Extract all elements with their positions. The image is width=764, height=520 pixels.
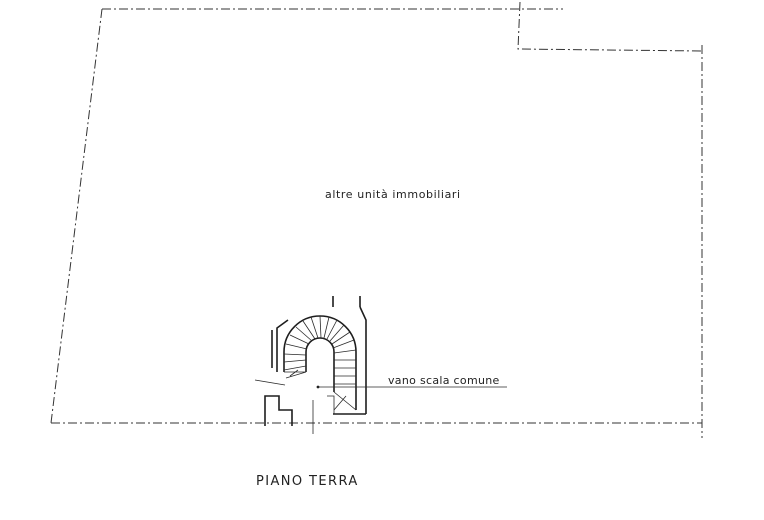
stair-outer-arc bbox=[283, 315, 357, 410]
stairwell-label: vano scala comune bbox=[388, 374, 500, 387]
stair-landing-diagonal bbox=[333, 391, 357, 411]
stair-landing-box bbox=[327, 395, 335, 414]
stair-inner-arc bbox=[305, 337, 335, 392]
spiral-staircase-icon bbox=[254, 296, 367, 434]
stairwell-leader-dot bbox=[316, 385, 320, 389]
stair-treads bbox=[283, 315, 357, 385]
stair-lower-left-line bbox=[254, 379, 286, 386]
stair-outer-left-wall bbox=[276, 319, 289, 372]
stair-right-wall bbox=[359, 306, 367, 414]
boundary-top-step bbox=[517, 1, 703, 52]
boundary-left-edge bbox=[50, 8, 103, 424]
stair-lower-left-steps bbox=[284, 369, 307, 379]
property-boundary bbox=[50, 1, 703, 438]
stair-bottom-left-pier bbox=[264, 395, 293, 426]
other-units-label: altre unità immobiliari bbox=[325, 188, 461, 201]
floor-title: PIANO TERRA bbox=[256, 474, 359, 489]
